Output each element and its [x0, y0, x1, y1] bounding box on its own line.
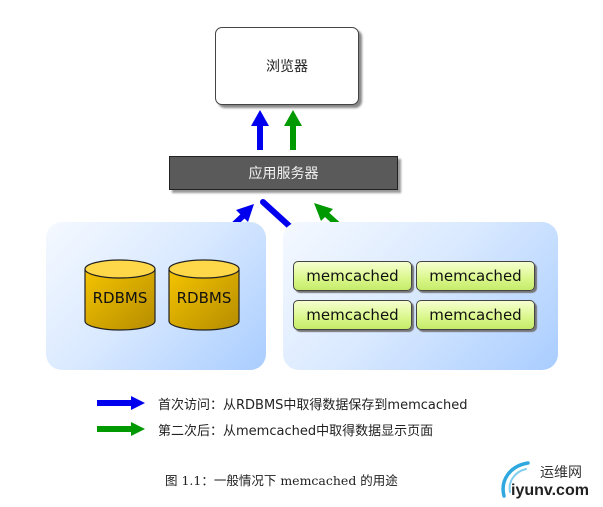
memcached-label: memcached	[306, 306, 399, 324]
database-node: RDBMS	[167, 259, 241, 331]
database-node: RDBMS	[83, 259, 157, 331]
database-label: RDBMS	[92, 289, 148, 307]
database-label: RDBMS	[176, 289, 232, 307]
memcached-node: memcached	[416, 261, 535, 291]
figure-caption: 图 1.1：一般情况下 memcached 的用途	[165, 473, 398, 488]
watermark-logo: 运维网 iyunv.com	[498, 458, 603, 504]
legend-label: 首次访问：从RDBMS中取得数据保存到memcached	[158, 398, 468, 413]
memcached-node: memcached	[293, 261, 412, 291]
logo-swoosh-icon	[501, 461, 530, 498]
legend-label: 第二次后：从memcached中取得数据显示页面	[158, 424, 434, 439]
browser-node: 浏览器	[215, 27, 359, 105]
memcached-panel	[283, 222, 558, 370]
memcached-node: memcached	[416, 300, 535, 330]
memcached-label: memcached	[306, 267, 399, 285]
logo-domain: iyunv.com	[511, 482, 589, 499]
database-cylinder-icon	[168, 259, 240, 331]
app-server-label: 应用服务器	[248, 166, 319, 182]
green-arrow-icon	[97, 422, 145, 436]
browser-label: 浏览器	[266, 59, 308, 75]
app-server-node: 应用服务器	[169, 156, 398, 190]
arrow-up-blue	[251, 110, 269, 150]
memcached-node: memcached	[293, 300, 412, 330]
logo-name: 运维网	[540, 465, 582, 481]
memcached-label: memcached	[429, 267, 522, 285]
legend-item-first-access: 首次访问：从RDBMS中取得数据保存到memcached	[97, 393, 517, 413]
legend: 首次访问：从RDBMS中取得数据保存到memcached 第二次后：从memca…	[97, 393, 517, 443]
blue-arrow-icon	[97, 396, 145, 410]
memcached-label: memcached	[429, 306, 522, 324]
database-cylinder-icon	[84, 259, 156, 331]
arrow-up-green	[284, 110, 302, 150]
legend-item-subsequent: 第二次后：从memcached中取得数据显示页面	[97, 419, 517, 439]
